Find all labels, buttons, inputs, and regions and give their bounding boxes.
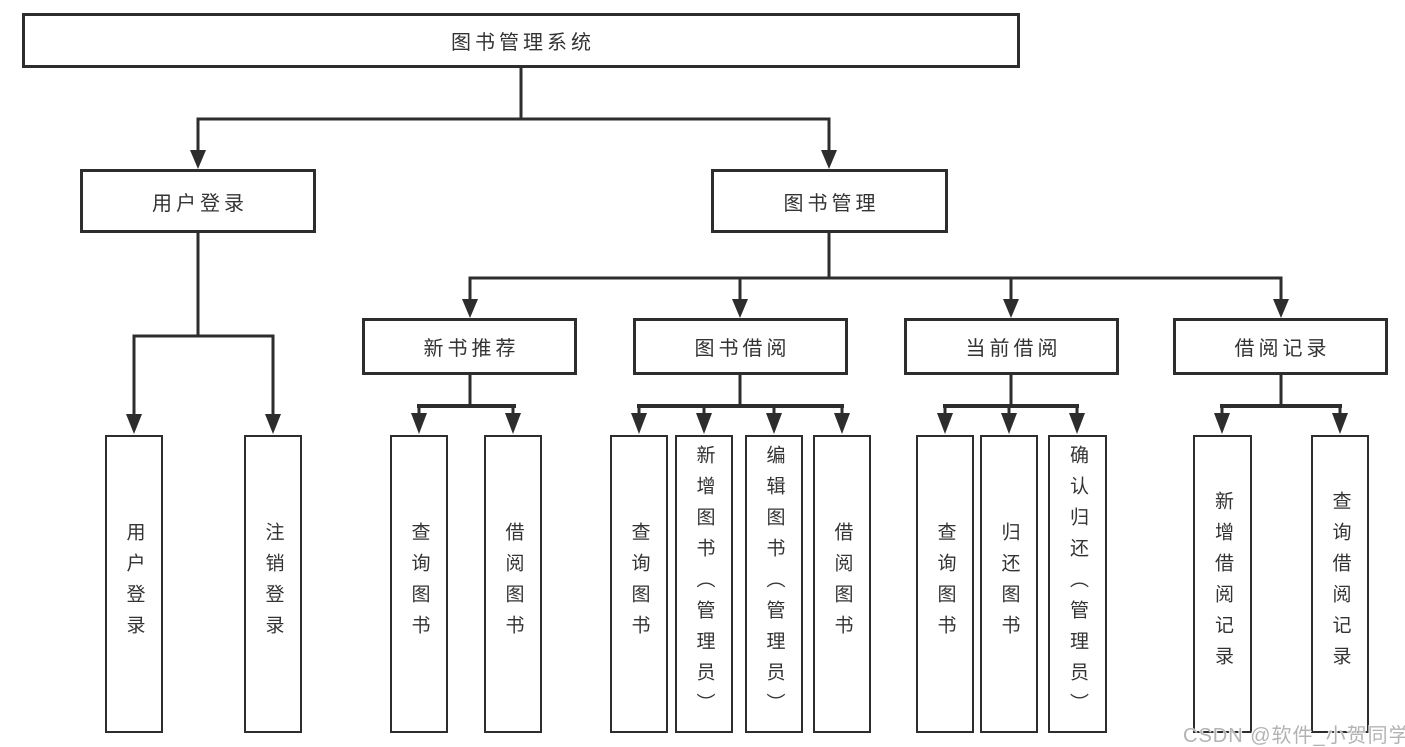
connector-borrowing-to-leaves bbox=[631, 373, 850, 434]
leaf-borrowing-query-books: 查询图书 bbox=[610, 435, 668, 733]
connector-records-to-leaves bbox=[1214, 373, 1348, 434]
node-book-management: 图书管理 bbox=[711, 169, 948, 233]
connector-root-to-level2 bbox=[190, 66, 837, 169]
node-root-system: 图书管理系统 bbox=[22, 13, 1020, 68]
leaf-records-query-borrow-record: 查询借阅记录 bbox=[1311, 435, 1369, 733]
node-new-book-recommendation: 新书推荐 bbox=[362, 318, 577, 375]
leaf-current-confirm-return-admin: 确认归还（管理员） bbox=[1048, 435, 1107, 733]
leaf-current-query-books: 查询图书 bbox=[916, 435, 974, 733]
node-user-login: 用户登录 bbox=[80, 169, 316, 233]
leaf-current-return-books: 归还图书 bbox=[980, 435, 1038, 733]
node-current-borrowing: 当前借阅 bbox=[904, 318, 1119, 375]
leaf-borrowing-add-books-admin: 新增图书（管理员） bbox=[675, 435, 733, 733]
csdn-watermark: CSDN @软件_小贺同学 bbox=[1183, 725, 1405, 747]
node-borrowing-records: 借阅记录 bbox=[1173, 318, 1388, 375]
leaf-borrowing-edit-books-admin: 编辑图书（管理员） bbox=[745, 435, 803, 733]
node-book-borrowing: 图书借阅 bbox=[633, 318, 848, 375]
connector-user-login-to-leaves bbox=[126, 231, 281, 434]
leaf-user-login: 用户登录 bbox=[105, 435, 163, 733]
connector-book-mgmt-to-level3 bbox=[462, 231, 1289, 318]
connector-new-books-to-leaves bbox=[411, 373, 521, 434]
leaf-borrowing-borrow-books: 借阅图书 bbox=[813, 435, 871, 733]
leaf-newbooks-query-books: 查询图书 bbox=[390, 435, 448, 733]
connector-current-to-leaves bbox=[937, 373, 1085, 434]
leaf-records-add-borrow-record: 新增借阅记录 bbox=[1193, 435, 1252, 733]
leaf-newbooks-borrow-books: 借阅图书 bbox=[484, 435, 542, 733]
leaf-logout: 注销登录 bbox=[244, 435, 302, 733]
